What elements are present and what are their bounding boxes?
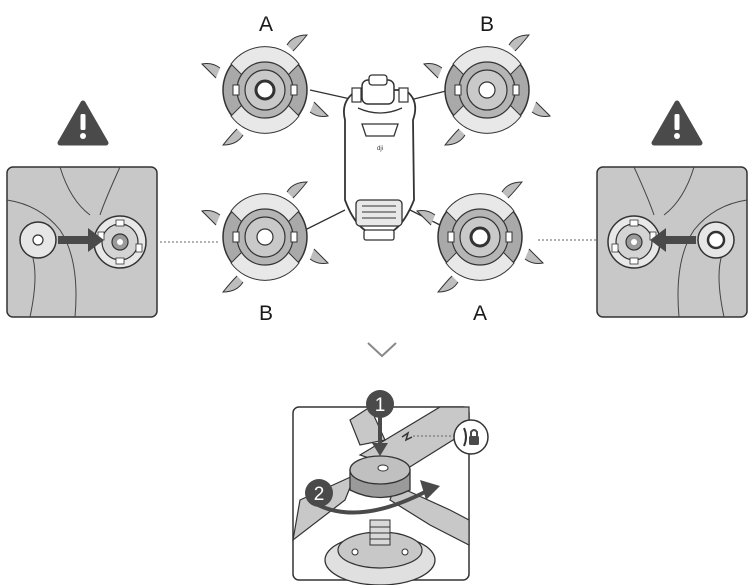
lock-icon (463, 427, 479, 447)
step-number-1: 1 (375, 395, 386, 416)
motor-bottom-left (201, 181, 329, 293)
motor-marker-white (469, 226, 491, 248)
motor-top-right (423, 34, 551, 146)
drone-body: dji (304, 74, 451, 241)
warning-triangle-icon (651, 100, 703, 146)
svg-text:dji: dji (377, 146, 383, 152)
arrow-right-icon (58, 228, 104, 252)
label-top-right: B (480, 13, 495, 36)
warning-triangle-icon (57, 100, 109, 146)
arrow-left-icon (650, 228, 696, 252)
step-badge-2: 2 (305, 479, 333, 507)
rotate-arrow-icon (420, 480, 440, 500)
step-badge-1: 1 (366, 390, 394, 418)
arrow-down-icon (372, 443, 388, 456)
motor-marker-white (254, 79, 276, 101)
label-bottom-right: A (473, 302, 488, 325)
mounting-detail-panel (292, 406, 489, 585)
label-top-left: A (259, 13, 274, 36)
label-bottom-left: B (259, 302, 274, 325)
detail-panel-right (596, 166, 748, 318)
chevron-down-icon (367, 342, 397, 358)
step-number-2: 2 (314, 484, 325, 505)
detail-panel-left (6, 166, 158, 318)
